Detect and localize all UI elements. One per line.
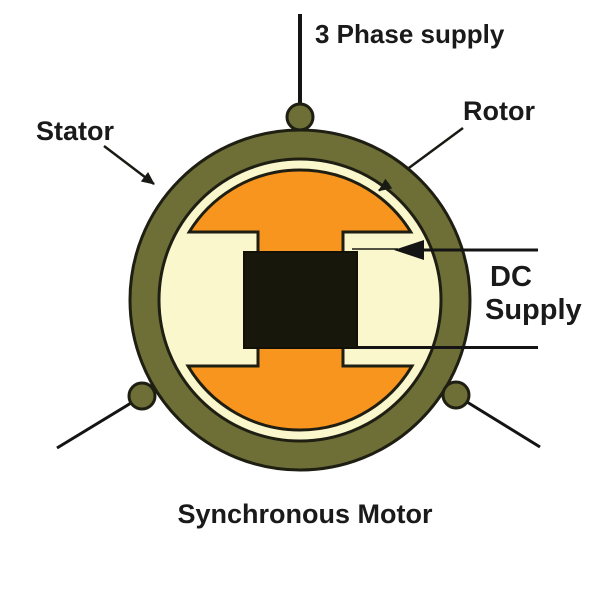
caption: Synchronous Motor xyxy=(177,499,433,529)
dc-supply-arrowhead xyxy=(394,240,424,260)
rotor-bottom-pole xyxy=(185,344,415,432)
stator-label: Stator xyxy=(36,116,115,146)
three-phase-supply-label: 3 Phase supply xyxy=(315,19,505,49)
rotor-label: Rotor xyxy=(463,96,535,126)
dc-supply-label-line1: DC xyxy=(490,261,532,293)
dc-supply-label-line2: Supply xyxy=(485,294,582,326)
terminal-bottom-right xyxy=(441,380,471,410)
stator-pointer-arrow xyxy=(103,145,155,185)
rotor-pointer-arrowhead xyxy=(378,178,393,192)
rotor-top-pole xyxy=(186,168,414,255)
field-winding-core xyxy=(243,251,358,349)
terminal-top xyxy=(285,102,315,132)
terminal-bottom-left xyxy=(127,381,157,411)
phase-wire-bottom-right xyxy=(466,400,541,449)
phase-wire-bottom-left xyxy=(56,401,132,450)
